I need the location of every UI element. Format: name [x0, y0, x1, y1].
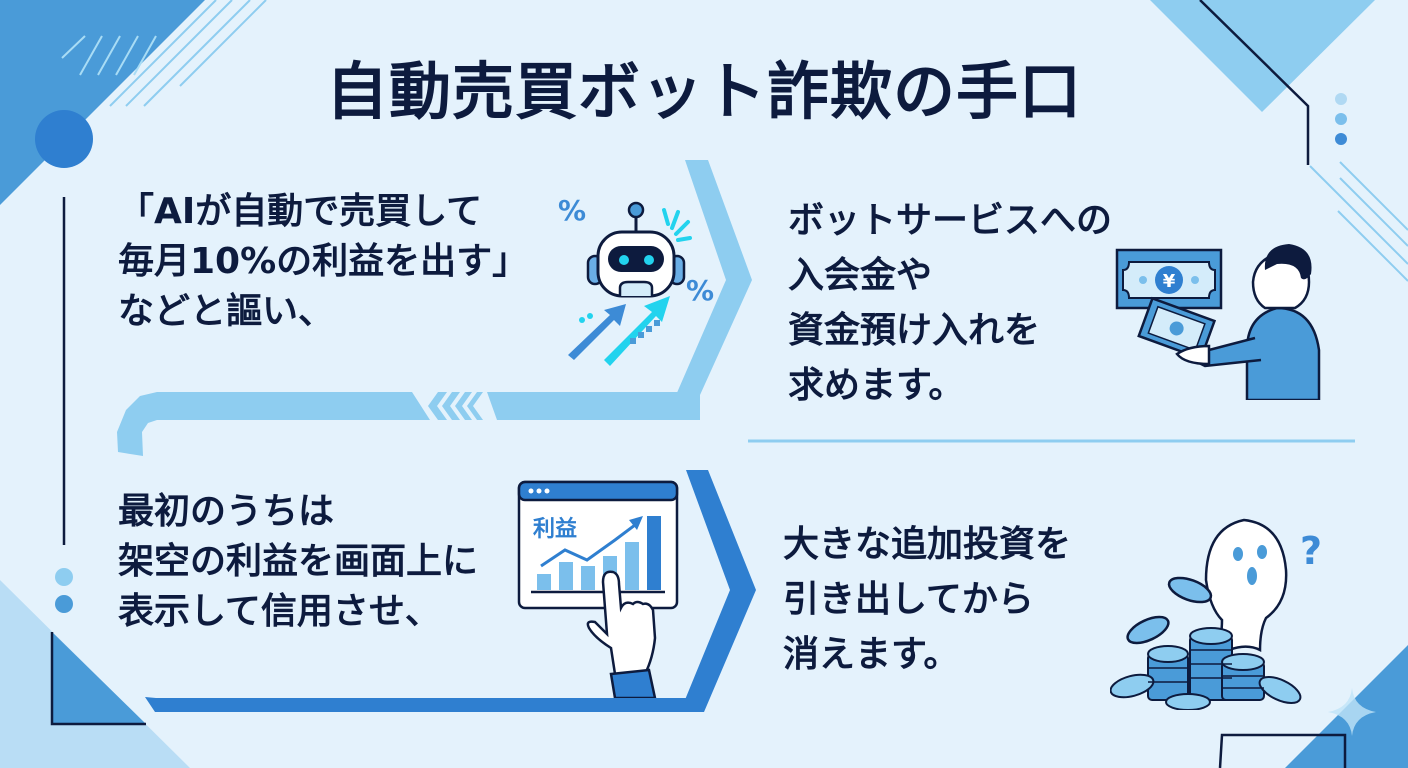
robot-icon: % % — [558, 194, 714, 366]
profit-chart-screen-icon: 利益 — [517, 480, 679, 698]
step-2-text: ボットサービスへの 入会金や 資金預け入れを 求めます。 — [788, 200, 1113, 406]
percent-icon: % — [558, 194, 586, 227]
percent-icon: % — [686, 274, 714, 307]
yen-icon: ¥ — [1163, 271, 1176, 292]
profit-label: 利益 — [533, 516, 577, 542]
step-4-text: 大きな追加投資を 引き出してから 消えます。 — [783, 524, 1072, 675]
step-3-text: 最初のうちは 架空の利益を画面上に 表示して信用させ、 — [118, 491, 479, 632]
decorative-circle — [35, 110, 93, 168]
ghost-with-coins-icon: ? — [1110, 518, 1322, 710]
step-1-text: 「AIが自動で売買して 毎月10%の利益を出す」 などと謳い、 — [118, 191, 529, 332]
question-mark-icon: ? — [1300, 529, 1322, 573]
person-handing-money-icon: ¥ — [1115, 244, 1321, 400]
page-title: 自動売買ボット詐欺の手口 — [325, 55, 1082, 128]
